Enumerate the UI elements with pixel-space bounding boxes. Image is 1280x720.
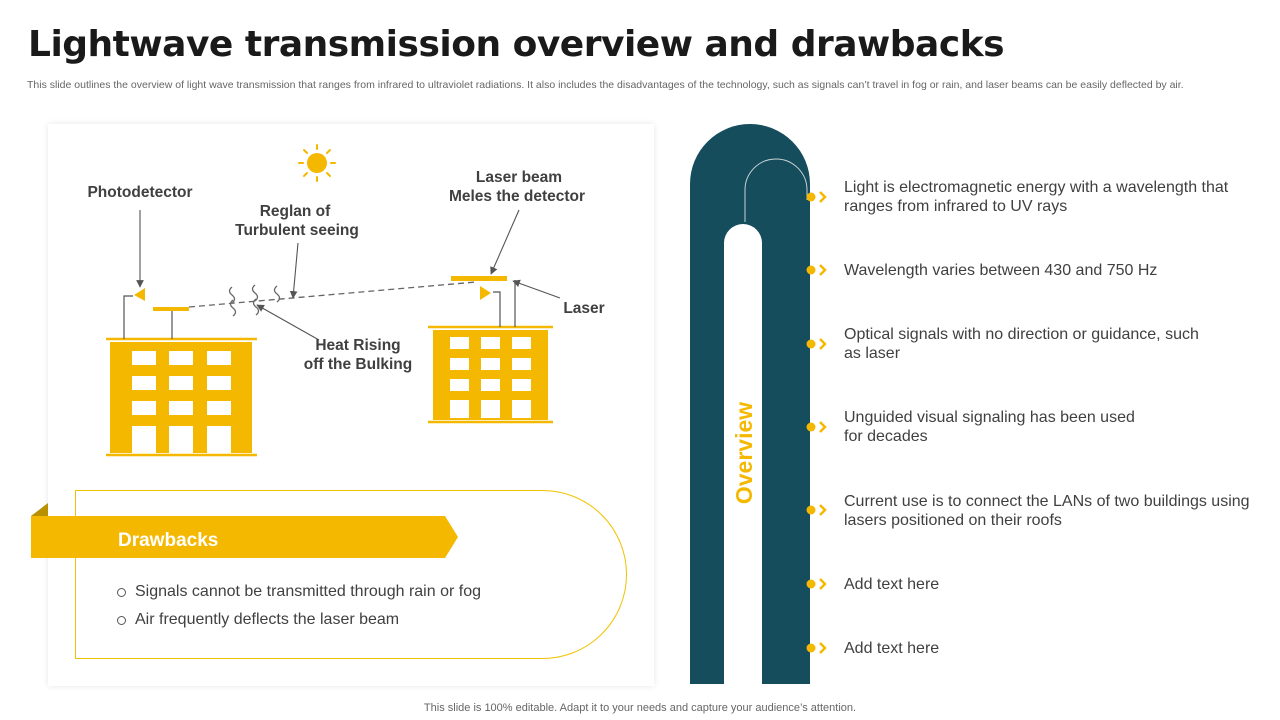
right-rooftop-device bbox=[493, 280, 516, 327]
laser-beam-label-line2: Meles the detector bbox=[449, 188, 585, 205]
laser-label: Laser bbox=[563, 300, 604, 317]
overview-arc-inner bbox=[724, 224, 762, 684]
footer-note: This slide is 100% editable. Adapt it to… bbox=[423, 702, 857, 714]
heat-label-line2: off the Bulking bbox=[304, 356, 413, 373]
overview-item: Add text here bbox=[844, 640, 940, 657]
right-building-icon bbox=[428, 325, 553, 424]
left-mirror-icon bbox=[153, 307, 189, 311]
overview-item: Optical signals with no direction or gui… bbox=[844, 326, 1199, 362]
overview-item: Wavelength varies between 430 and 750 Hz bbox=[844, 262, 1158, 279]
drawbacks-list: Signals cannot be transmitted through ra… bbox=[117, 578, 481, 634]
overview-item: Light is electromagnetic energy with a w… bbox=[844, 179, 1229, 215]
drawback-item: Air frequently deflects the laser beam bbox=[117, 606, 481, 634]
heat-squiggle-icon bbox=[228, 284, 281, 317]
laser-emitter-icon bbox=[480, 286, 491, 300]
overview-item: Add text here bbox=[844, 576, 940, 593]
drawback-item: Signals cannot be transmitted through ra… bbox=[117, 578, 481, 606]
bullet-chevron-icon bbox=[806, 264, 827, 276]
overview-vertical-label: Overview bbox=[731, 402, 757, 504]
page-title: Lightwave transmission overview and draw… bbox=[28, 24, 1005, 65]
turbulent-label-line2: Turbulent seeing bbox=[235, 222, 359, 239]
heat-label-line1: Heat Rising bbox=[315, 337, 400, 354]
left-rooftop-device bbox=[123, 295, 173, 339]
bullet-chevron-icon bbox=[806, 338, 827, 350]
sun-icon bbox=[298, 144, 336, 182]
photodetector-label: Photodetector bbox=[87, 184, 192, 201]
left-building-icon bbox=[106, 337, 257, 457]
bullet-chevron-icon bbox=[806, 191, 827, 203]
bullet-chevron-icon bbox=[806, 421, 827, 433]
photodetector-icon bbox=[134, 288, 145, 301]
laser-detector-icon bbox=[451, 276, 507, 281]
bullet-chevron-icon bbox=[806, 642, 827, 654]
bullet-chevron-icon bbox=[806, 578, 827, 590]
turbulent-label-line1: Reglan of bbox=[260, 203, 331, 220]
overview-item: Current use is to connect the LANs of tw… bbox=[844, 493, 1250, 529]
overview-markers bbox=[806, 191, 827, 654]
overview-arc-thin-line bbox=[744, 158, 808, 222]
laser-beam-line bbox=[188, 281, 477, 308]
bullet-chevron-icon bbox=[806, 504, 827, 516]
callout-arrows bbox=[136, 209, 561, 341]
page-subtitle: This slide outlines the overview of ligh… bbox=[27, 79, 1184, 91]
overview-item: Unguided visual signaling has been used … bbox=[844, 409, 1135, 445]
laser-beam-label-line1: Laser beam bbox=[476, 169, 562, 186]
